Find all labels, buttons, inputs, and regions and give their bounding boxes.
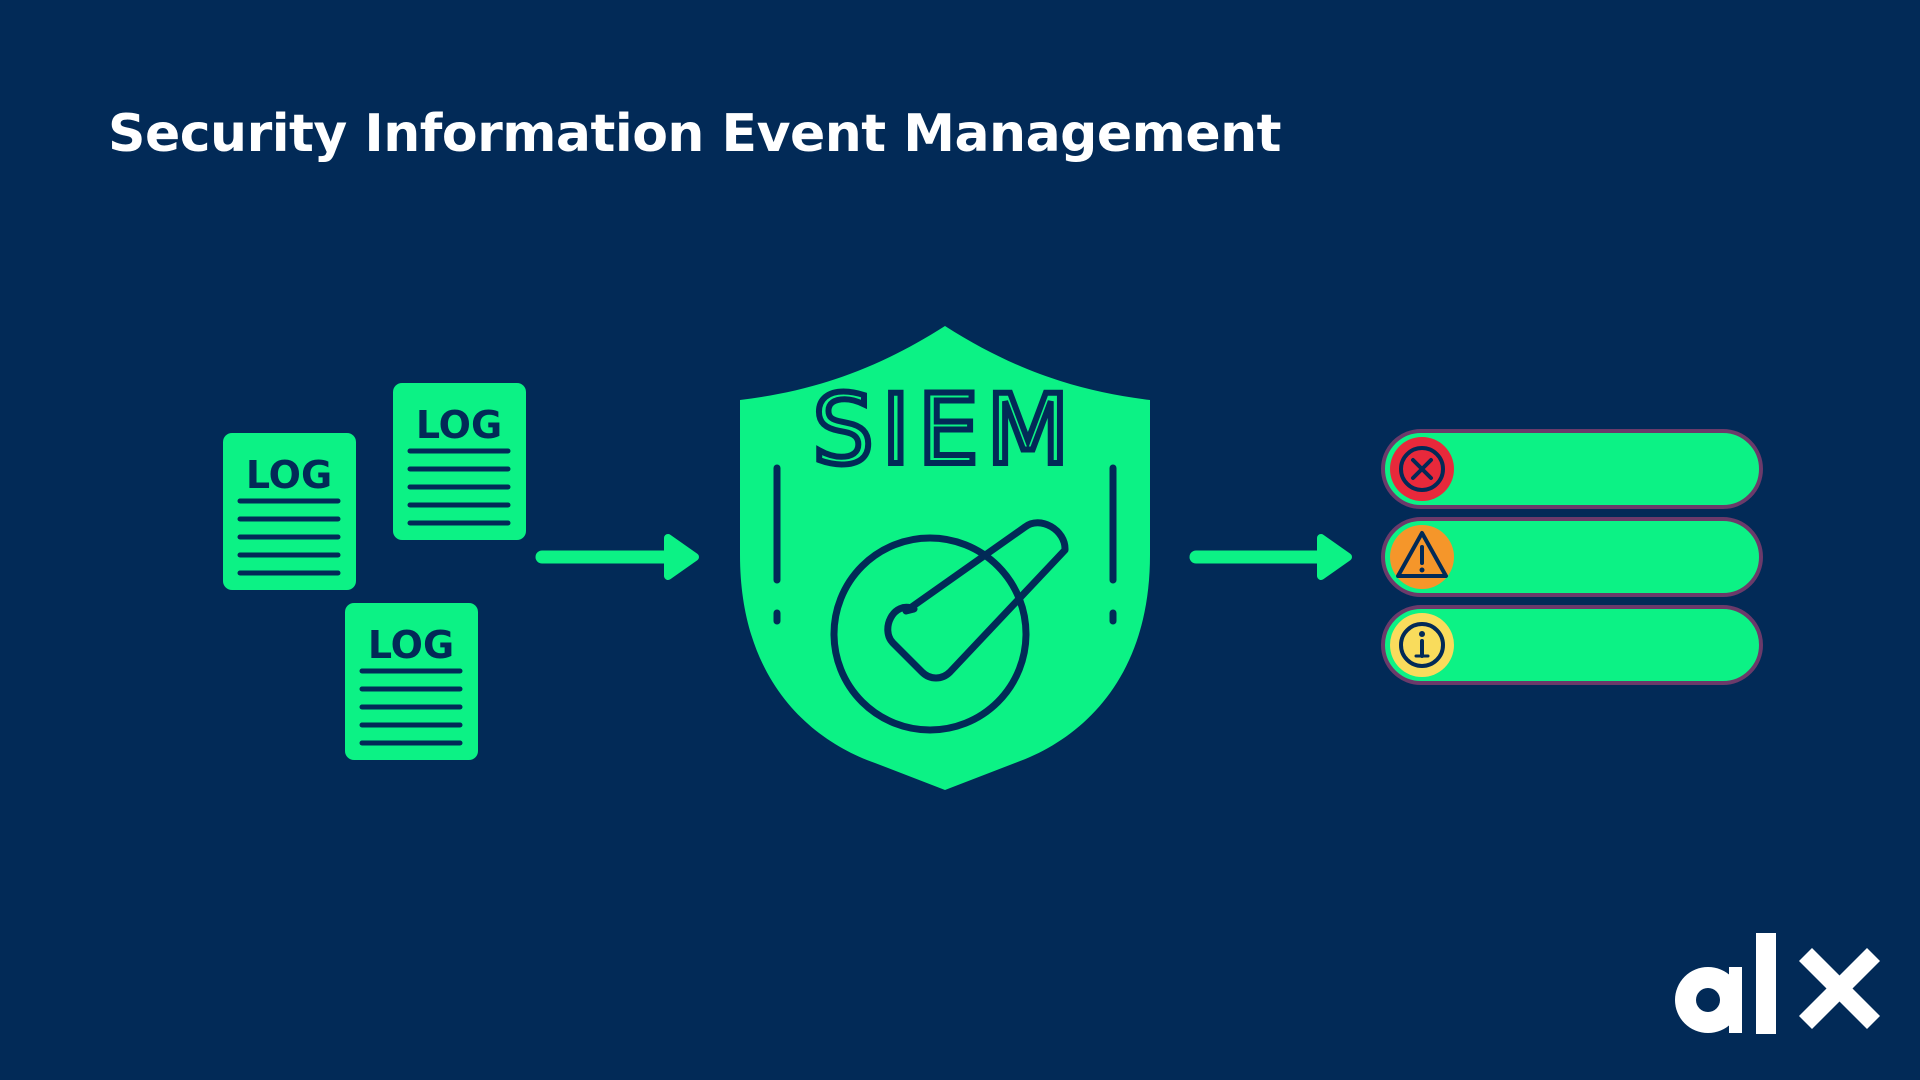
log-label: LOG: [416, 403, 502, 447]
siem-shield-icon: SIEM: [740, 326, 1150, 790]
alert-bar-error: [1381, 429, 1763, 509]
error-x-icon: [1390, 437, 1454, 501]
log-document-icon: LOG: [223, 433, 356, 590]
alx-logo: [1675, 933, 1880, 1034]
log-document-icon: LOG: [345, 603, 478, 760]
log-label: LOG: [246, 453, 332, 497]
alert-bar-info: [1381, 605, 1763, 685]
arrow-right-icon: [535, 534, 699, 580]
info-i-icon: [1390, 613, 1454, 677]
warning-triangle-icon: [1390, 525, 1454, 589]
page-title: Security Information Event Management: [108, 104, 1281, 164]
log-label: LOG: [368, 623, 454, 667]
arrow-right-icon: [1189, 534, 1352, 580]
alert-bar-warning: [1381, 517, 1763, 597]
siem-label: SIEM: [813, 374, 1078, 486]
log-document-icon: LOG: [393, 383, 526, 540]
